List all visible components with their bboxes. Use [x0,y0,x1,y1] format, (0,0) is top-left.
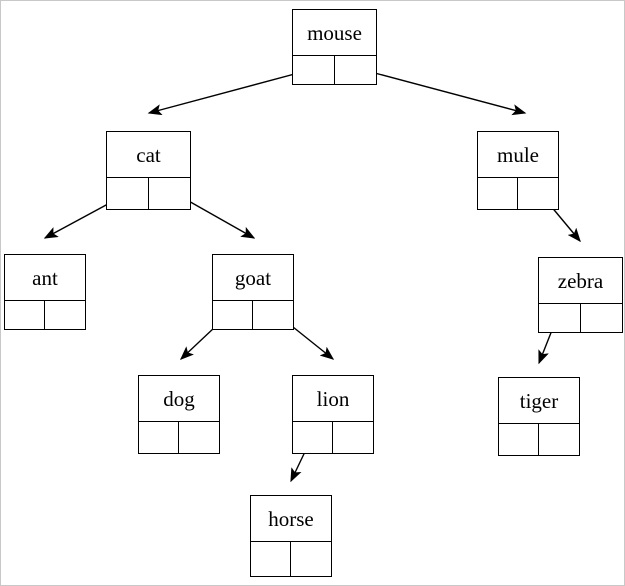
tree-node-right-pointer-cell [45,301,85,329]
tree-node-left-pointer-cell [478,178,518,209]
tree-node-left-pointer-cell [251,542,291,576]
tree-node-mouse[interactable]: mouse [292,9,377,85]
tree-node-left-pointer-cell [539,304,581,332]
tree-node-right-pointer-cell [518,178,558,209]
tree-node-right-pointer-cell [253,301,293,329]
tree-node-label: zebra [539,258,622,304]
tree-node-right-pointer-cell [333,422,373,453]
tree-node-label: horse [251,496,331,542]
tree-edge-mouse-to-mule [355,67,527,116]
tree-node-pointer-row [478,178,558,209]
tree-node-left-pointer-cell [213,301,253,329]
tree-node-dog[interactable]: dog [138,375,220,454]
tree-node-left-pointer-cell [293,56,335,84]
tree-node-zebra[interactable]: zebra [538,257,623,333]
tree-node-pointer-row [139,422,219,453]
tree-node-mule[interactable]: mule [477,131,559,210]
tree-node-cat[interactable]: cat [106,131,191,210]
tree-node-pointer-row [293,422,373,453]
tree-node-right-pointer-cell [581,304,623,332]
tree-node-left-pointer-cell [107,178,149,209]
tree-node-label: tiger [499,378,579,424]
tree-node-label: lion [293,376,373,422]
tree-node-right-pointer-cell [179,422,219,453]
tree-node-right-pointer-cell [291,542,331,576]
tree-node-tiger[interactable]: tiger [498,377,580,456]
tree-node-label: goat [213,255,293,301]
tree-node-lion[interactable]: lion [292,375,374,454]
tree-node-left-pointer-cell [139,422,179,453]
tree-node-right-pointer-cell [335,56,377,84]
tree-node-right-pointer-cell [149,178,191,209]
tree-node-left-pointer-cell [5,301,45,329]
tree-node-horse[interactable]: horse [250,495,332,577]
tree-node-label: mule [478,132,558,178]
tree-node-label: cat [107,132,190,178]
tree-node-pointer-row [5,301,85,329]
tree-node-pointer-row [251,542,331,576]
tree-node-right-pointer-cell [539,424,579,455]
tree-node-ant[interactable]: ant [4,254,86,330]
tree-node-goat[interactable]: goat [212,254,294,330]
tree-node-label: mouse [293,10,376,56]
tree-node-pointer-row [213,301,293,329]
tree-node-left-pointer-cell [293,422,333,453]
tree-node-pointer-row [499,424,579,455]
tree-node-pointer-row [293,56,376,84]
tree-node-pointer-row [539,304,622,332]
tree-node-pointer-row [107,178,190,209]
tree-node-left-pointer-cell [499,424,539,455]
tree-node-label: dog [139,376,219,422]
tree-node-label: ant [5,255,85,301]
